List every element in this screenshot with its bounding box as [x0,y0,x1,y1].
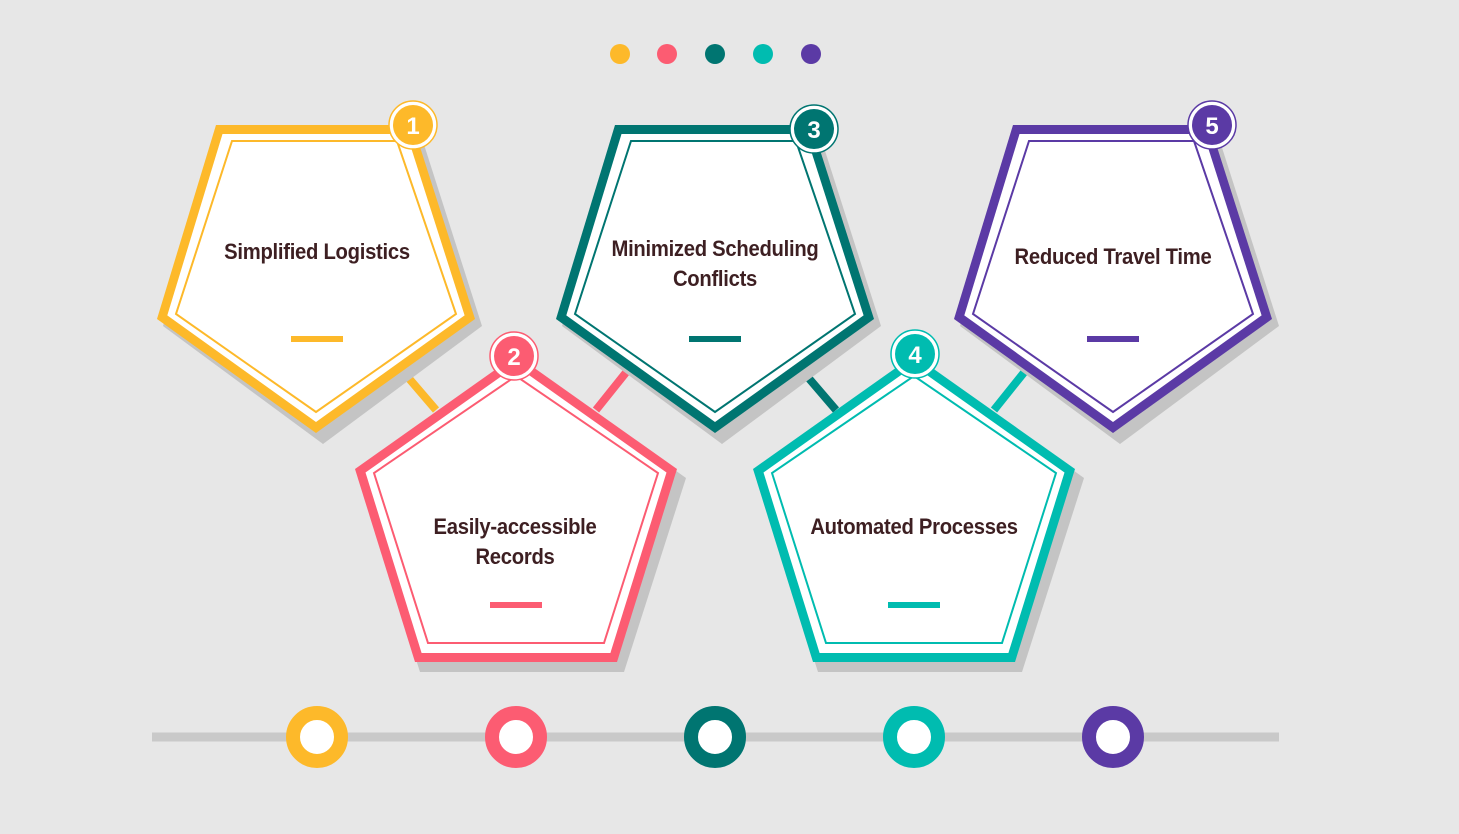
timeline-node-3 [684,706,746,768]
step-4-badge [895,334,935,374]
indicator-dot-2 [657,44,677,64]
step-1-label: Simplified Logistics [224,239,410,264]
step-5-shape: 5 [954,100,1279,444]
step-2-label: Easily-accessible Records [433,514,597,569]
step-2-shape: 2 [355,331,686,672]
step-1-shape: 1 [157,100,482,444]
step-3-number: 3 [807,117,820,144]
indicator-dot-5 [801,44,821,64]
step-1-number: 1 [406,113,419,140]
step-5-inner [971,140,1255,414]
step-5-badge [1192,105,1232,145]
step-1-inner [174,140,458,414]
timeline-node-5 [1082,706,1144,768]
step-1-badge [393,105,433,145]
step-5-number: 5 [1205,113,1218,140]
step-3-label: Minimized Scheduling Conflicts [611,236,819,291]
connector-2-3 [592,367,632,413]
step-2-inner [372,374,660,644]
step-4-shape: 4 [753,329,1084,672]
step-2-badge [494,336,534,376]
connector-4-5 [990,367,1030,413]
timeline-node-4 [883,706,945,768]
step-2-number: 2 [507,344,520,371]
indicator-dot-3 [705,44,725,64]
indicator-dots [610,44,821,64]
timeline [152,706,1279,768]
step-5-label: Reduced Travel Time [1014,244,1212,269]
step-3-badge [794,109,834,149]
indicator-dot-1 [610,44,630,64]
step-4-label: Automated Processes [810,514,1018,539]
step-4-inner [770,374,1058,644]
step-3-shape: 3 [556,104,881,444]
timeline-node-1 [286,706,348,768]
step-4-number: 4 [908,342,922,369]
indicator-dot-4 [753,44,773,64]
timeline-node-2 [485,706,547,768]
step-3-inner [573,140,857,414]
